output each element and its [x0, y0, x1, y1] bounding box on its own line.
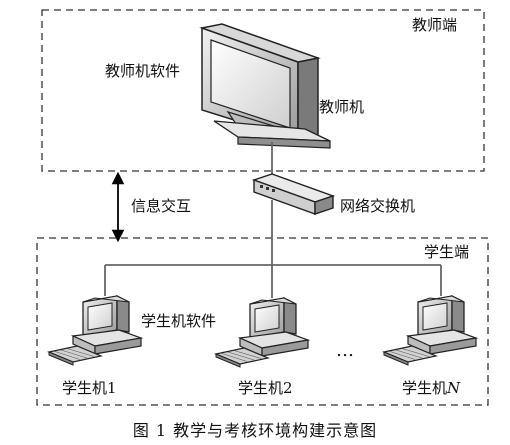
- student-machine-label: 学生机1: [62, 381, 117, 396]
- teacher-software-label: 教师机软件: [105, 62, 181, 80]
- teacher-zone-title: 教师端: [412, 16, 458, 34]
- ellipsis-label: …: [336, 340, 356, 361]
- student-zone-border: [36, 237, 489, 406]
- student-machine-prefix: 学生机: [238, 379, 284, 397]
- teacher-zone-border: [41, 9, 485, 172]
- switch-label: 网络交换机: [340, 197, 416, 215]
- student-computer-icon: [213, 296, 311, 368]
- student-machine-prefix: 学生机: [402, 379, 448, 397]
- student-machine-prefix: 学生机: [62, 379, 108, 397]
- student-software-label: 学生机软件: [141, 312, 217, 330]
- student-machine-number: 1: [107, 379, 117, 397]
- student-zone-title: 学生端: [424, 243, 470, 261]
- figure-caption: 图 1 教学与考核环境构建示意图: [132, 421, 378, 440]
- student-machine-number: N: [447, 379, 461, 397]
- student-computer-icon: [381, 294, 479, 366]
- student-machine-number: 2: [283, 379, 293, 397]
- student-machine-label: 学生机N: [402, 381, 460, 396]
- student-computer-icon: [46, 294, 144, 366]
- teacher-monitor-icon: [199, 23, 331, 149]
- interaction-label: 信息交互: [131, 197, 192, 215]
- student-machine-label: 学生机2: [238, 381, 293, 396]
- network-switch-icon: [251, 173, 336, 215]
- teacher-machine-label: 教师机: [319, 98, 365, 116]
